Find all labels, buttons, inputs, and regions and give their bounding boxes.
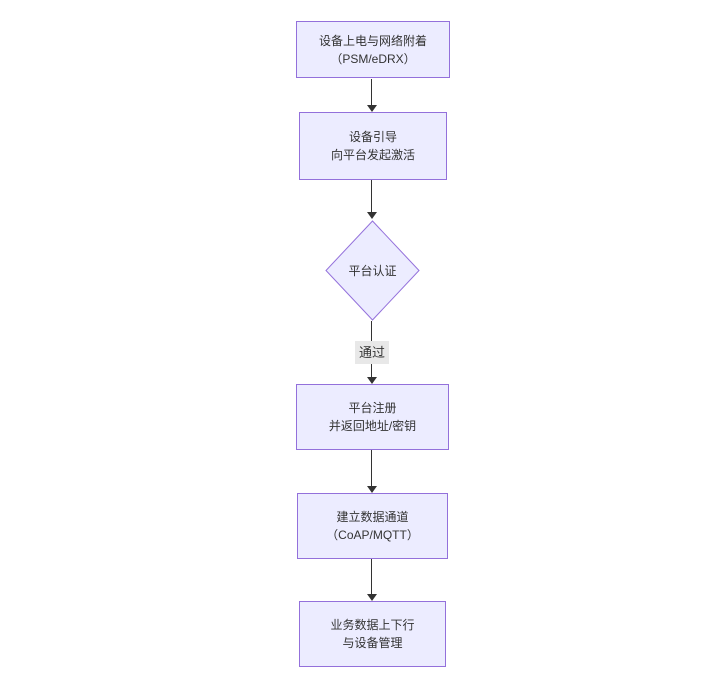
node-label-line: 业务数据上下行 xyxy=(330,618,415,632)
node-label-line: （CoAP/MQTT） xyxy=(326,528,419,542)
node-data-channel: 建立数据通道 （CoAP/MQTT） xyxy=(297,493,448,559)
decision-platform-auth: 平台认证 xyxy=(325,220,420,321)
node-label-line: 向平台发起激活 xyxy=(330,148,415,162)
arrowhead-icon xyxy=(366,212,377,219)
node-platform-register: 平台注册 并返回地址/密钥 xyxy=(296,384,449,450)
edge-channel-business xyxy=(371,559,372,594)
node-label-line: 并返回地址/密钥 xyxy=(328,419,417,433)
node-label-line: 平台认证 xyxy=(348,264,397,278)
arrowhead-icon xyxy=(366,486,377,493)
node-label-line: 平台注册 xyxy=(348,401,397,415)
node-business-data: 业务数据上下行 与设备管理 xyxy=(299,601,446,667)
node-label-line: 建立数据通道 xyxy=(336,510,409,524)
node-label-line: 与设备管理 xyxy=(342,636,403,650)
node-label-line: （PSM/eDRX） xyxy=(330,51,416,66)
arrowhead-icon xyxy=(366,105,377,112)
node-label-line: 设备引导 xyxy=(348,130,397,144)
arrowhead-icon xyxy=(366,377,377,384)
edge-register-channel xyxy=(371,450,372,486)
arrowhead-icon xyxy=(366,594,377,601)
edge-start-bootstrap xyxy=(371,79,372,105)
edge-bootstrap-auth xyxy=(371,180,372,212)
edge-label-pass: 通过 xyxy=(354,341,390,364)
node-label-line: 设备上电与网络附着 xyxy=(318,33,427,48)
node-bootstrap-activate: 设备引导 向平台发起激活 xyxy=(299,112,447,180)
node-power-on-attach: 设备上电与网络附着 （PSM/eDRX） xyxy=(296,21,450,78)
diamond-shape-icon xyxy=(325,220,420,321)
